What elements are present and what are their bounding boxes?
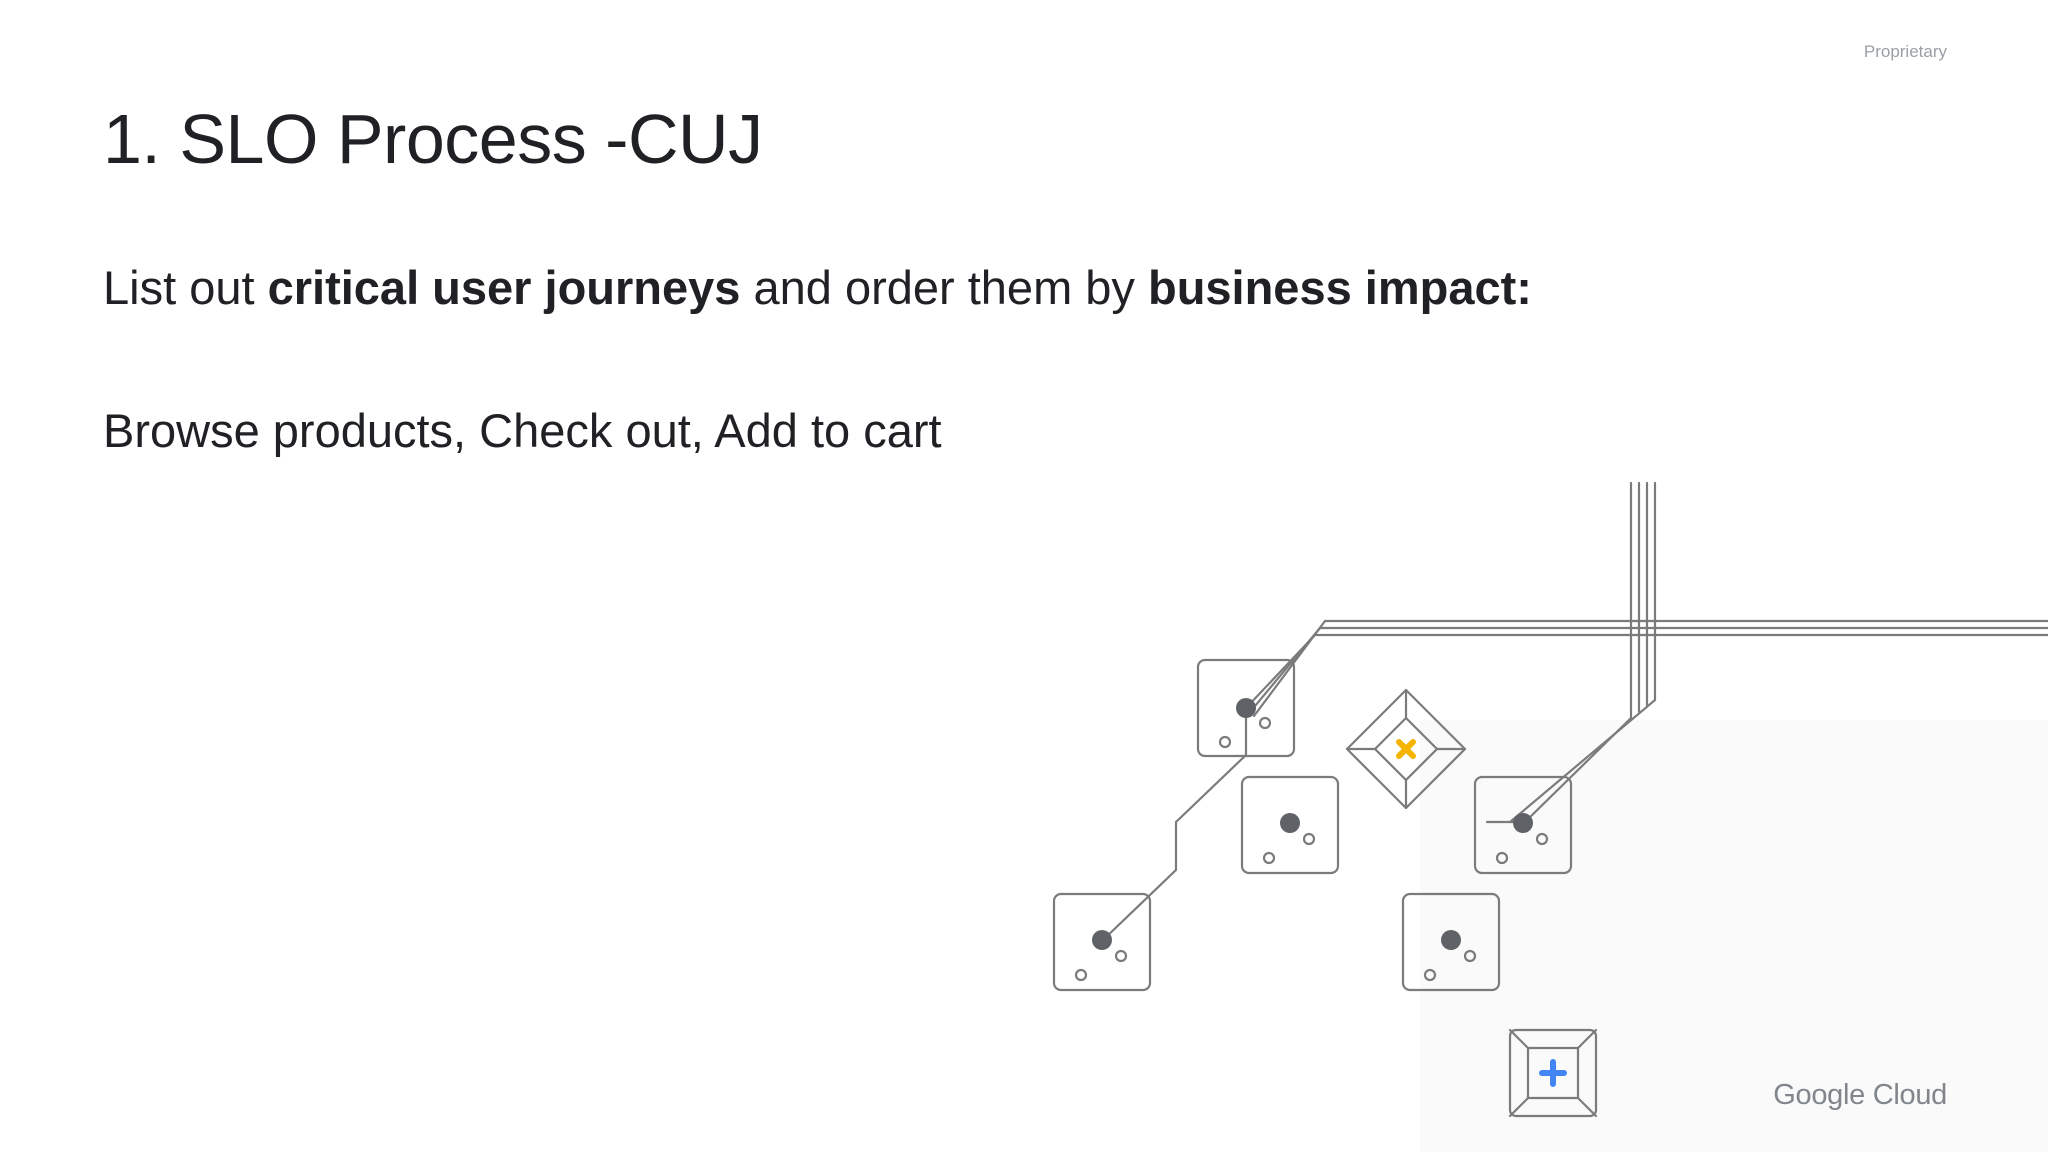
background-shade [1420, 720, 2048, 1152]
slide-subtitle: List out critical user journeys and orde… [103, 262, 1532, 314]
network-illustration [1052, 481, 2048, 1118]
slide-title: 1. SLO Process -CUJ [103, 100, 763, 178]
journey-list: Browse products, Check out, Add to cart [103, 404, 942, 457]
subtitle-bold-2: business impact: [1147, 261, 1532, 314]
google-cloud-logo: Google Cloud [1773, 1079, 1947, 1111]
proprietary-label: Proprietary [1863, 42, 1947, 61]
x-mark-icon [1396, 739, 1416, 759]
subtitle-text-1: List out [103, 261, 268, 314]
subtitle-bold-1: critical user journeys [267, 261, 741, 314]
subtitle-text-2: and order them by [740, 261, 1148, 314]
plus-icon [1539, 1059, 1567, 1087]
